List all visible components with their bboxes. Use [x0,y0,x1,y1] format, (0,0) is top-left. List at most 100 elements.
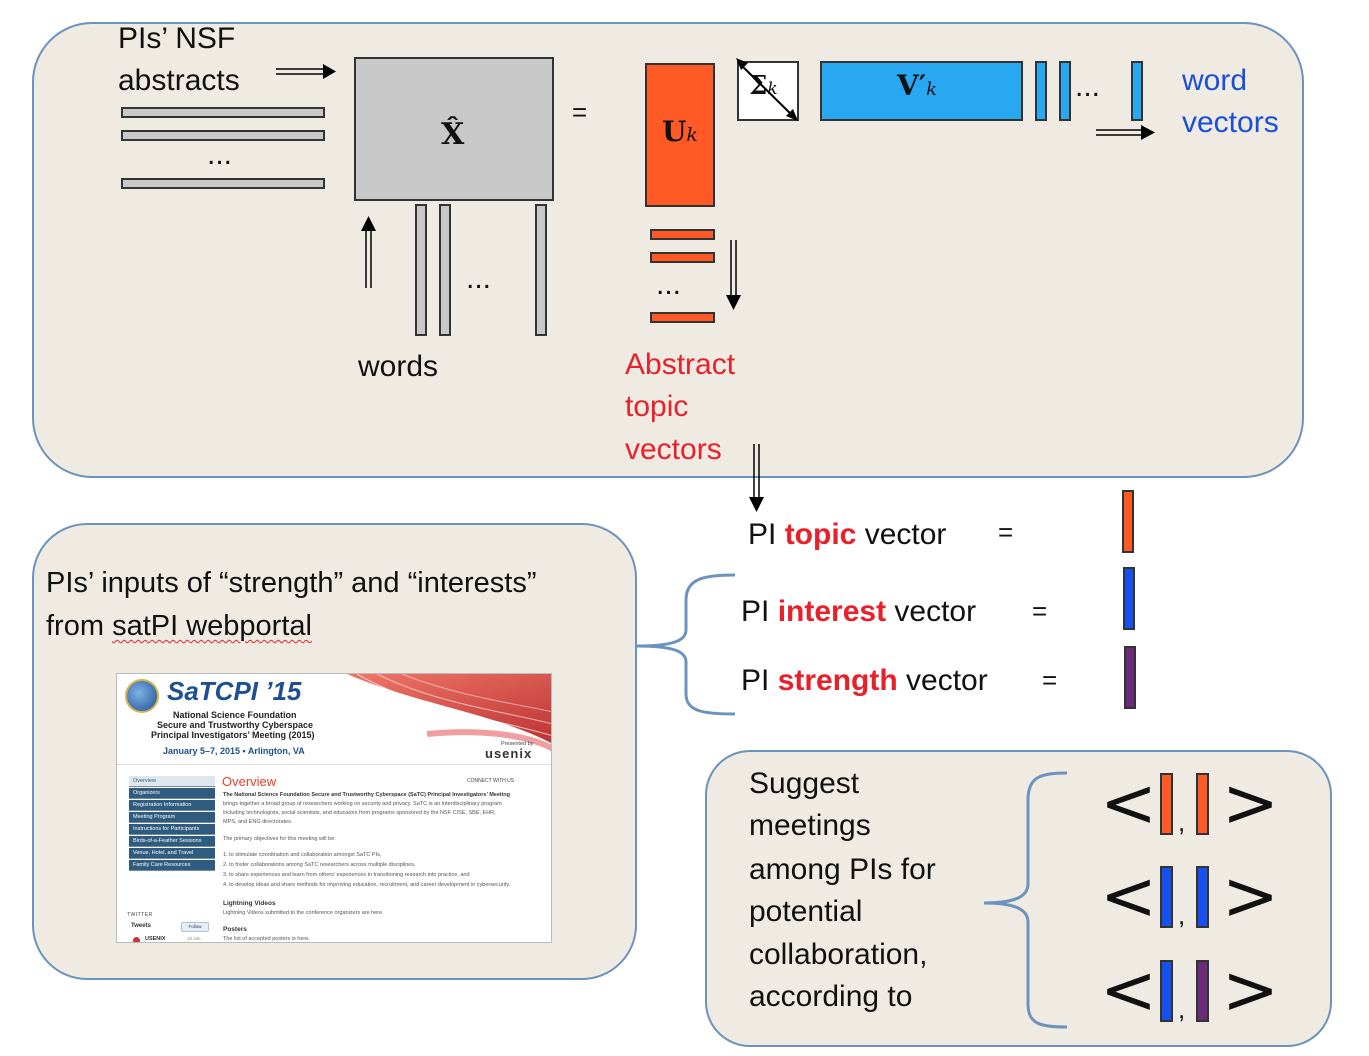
pi-strength-vector-label: PI strength vector [741,664,988,697]
portal-posters-heading: Posters [223,926,247,933]
topic-vectors-to-pi-arrow [749,444,764,512]
pair-left-vector [1160,866,1173,928]
pair-right-vector [1196,960,1209,1022]
portal-follow-button[interactable]: Follow [181,922,209,932]
usenix-logo: usenix [485,746,533,761]
abstract-rows-ellipsis: ... [207,138,233,171]
u-matrix-label: Uk [662,115,698,148]
suggest-line: Suggest [749,767,860,800]
v-matrix [820,61,1023,121]
portal-nav-item[interactable]: Family Care Resources [129,860,215,871]
portal-objective: 1. to stimulate coordination and collabo… [223,852,382,858]
abstract-topic-label-line2: topic [625,390,689,423]
inputs-label-line2: from satPI webportal [46,610,312,642]
pi-topic-vector-bar [1122,490,1134,553]
suggest-line: collaboration, [749,938,928,971]
portal-nav-item[interactable]: Birds-of-a-Feather Sessions [129,836,215,847]
abstracts-to-matrix-arrow [276,64,336,79]
pair-right-vector [1196,773,1209,835]
portal-date-line: January 5–7, 2015 • Arlington, VA [163,746,305,756]
portal-org-line3: Principal Investigators’ Meeting (2015) [151,730,315,740]
portal-nav-item[interactable]: Venue, Hotel, and Travel [129,848,215,859]
pair-open-bracket: < [1100,951,1157,1030]
nsf-logo-icon [125,679,159,713]
word-vector-column [1035,61,1047,121]
word-vector-column [1059,61,1071,121]
portal-nav-item[interactable]: Organizers [129,788,215,799]
portal-posters-text: The list of accepted posters is here. [223,936,310,942]
tweet-avatar [133,937,140,942]
inputs-label-line1: PIs’ inputs of “strength” and “interests… [46,567,537,599]
equals-sign: = [572,97,588,127]
words-to-matrix-arrow [361,216,376,288]
topic-row [650,252,715,263]
abstracts-label-line2: abstracts [118,64,240,97]
portal-lightning-text: Lightning Videos submitted to the confer… [223,910,384,916]
pair-close-bracket: > [1222,764,1279,843]
portal-intro-bold: The National Science Foundation Secure a… [223,792,510,798]
pi-topic-vector-label: PI topic vector [748,518,947,551]
portal-title: SaTCPI ’15 [167,676,302,706]
portal-objective: 3. to share experiences and learn from o… [223,872,470,878]
abstract-topic-label-line3: vectors [625,433,722,466]
words-label: words [358,350,439,383]
portal-intro-line: MPS, and ENG directorates. [223,819,293,825]
topic-row [650,312,715,323]
pair-comma: , [1178,994,1186,1024]
word-columns-ellipsis: ... [466,262,492,295]
portal-heading: Overview [222,774,277,789]
pairs-brace [983,771,1068,1029]
word-column [535,204,547,336]
portal-header-rule [117,764,551,765]
pi-interest-vector-bar [1123,567,1135,630]
portal-objectives-intro: The primary objectives for this meeting … [223,836,336,842]
portal-intro-line: including technologists, social scientis… [223,810,496,816]
pair-close-bracket: > [1222,951,1279,1030]
portal-intro-line: brings together a broad group of researc… [223,801,502,807]
pi-strength-equals: = [1042,665,1058,695]
u-matrix [645,63,715,207]
portal-tweet-time: 15 Jan [187,936,201,941]
suggest-line: according to [749,980,913,1013]
topic-row [650,229,715,240]
abstract-topic-label-line1: Abstract [625,348,736,381]
pair-right-vector [1196,866,1209,928]
word-vectors-label-line2: vectors [1182,106,1279,139]
pair-open-bracket: < [1100,764,1157,843]
abstracts-label-line1: PIs’ NSF [118,22,236,55]
suggest-line: potential [749,895,863,928]
abstract-row [121,178,325,189]
portal-org-line1: National Science Foundation [173,710,297,720]
pi-strength-vector-bar [1124,646,1136,709]
portal-nav-item[interactable]: Meeting Program [129,812,215,823]
portal-nav-item[interactable]: Instructions for Participants [129,824,215,835]
pi-interest-equals: = [1032,596,1048,626]
header-swoosh [317,674,551,752]
word-vector-column [1131,61,1143,121]
portal-nav-item[interactable]: Overview [129,776,215,787]
topic-rows-ellipsis: ... [656,268,682,301]
abstract-row [121,130,325,141]
portal-lightning-heading: Lightning Videos [223,900,276,907]
v-matrix-label: V′k [897,69,938,102]
portal-org-line2: Secure and Trustworthy Cyberspace [157,720,314,730]
pair-open-bracket: < [1100,857,1157,936]
word-vectors-arrow [1096,125,1155,140]
term-document-matrix [354,57,554,201]
portal-nav-item[interactable]: Registration Information [129,800,215,811]
satpi-webportal-link[interactable]: satPI webportal [112,610,312,642]
portal-tweet-user: USENIX [145,936,166,942]
matrix-label: X̂ [441,117,465,152]
word-vectors-label-line1: word [1182,64,1248,97]
pair-left-vector [1160,773,1173,835]
word-column [415,204,427,336]
pi-interest-vector-label: PI interest vector [741,595,977,628]
sigma-diagonal-line [736,58,798,121]
portal-twitter-label: TWITTER [127,912,153,918]
suggest-line: among PIs for [749,853,936,886]
pair-close-bracket: > [1222,857,1279,936]
pair-comma: , [1178,900,1186,930]
suggest-line: meetings [749,809,871,842]
abstract-row [121,107,325,118]
